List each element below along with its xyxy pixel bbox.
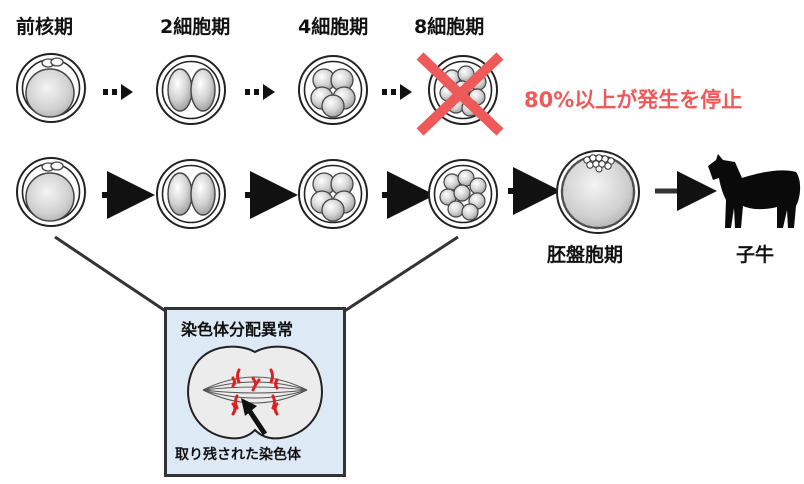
two-cell-bottom: [156, 159, 226, 229]
dividing-cell-figure: [187, 345, 323, 440]
red-cross-mark: [416, 52, 504, 136]
dotted-arrow: [382, 84, 412, 100]
label-blastocyst-stage: 胚盤胞期: [547, 244, 624, 266]
dotted-arrow: [245, 84, 275, 100]
label-2-cell-stage: 2細胞期: [160, 16, 231, 38]
label-4-cell-stage: 4細胞期: [298, 16, 369, 38]
connector-line: [54, 235, 168, 314]
calf-icon: [708, 154, 801, 228]
dotted-arrow: [103, 84, 133, 100]
inset-title: 染色体分配異常: [181, 320, 294, 339]
zygote-bottom: [16, 157, 86, 227]
inset-caption: 取り残された染色体: [175, 447, 301, 463]
four-cell-top: [298, 55, 368, 125]
four-cell-bottom: [298, 159, 368, 229]
two-cell-top: [156, 55, 226, 125]
eight-cell-bottom: [428, 159, 498, 229]
label-8-cell-stage: 8細胞期: [414, 16, 485, 38]
chromosome-missegregation-inset: 染色体分配異常 取り残された染色体: [164, 307, 346, 477]
label-pronuclear-stage: 前核期: [16, 16, 74, 38]
arrest-note: 80%以上が発生を停止: [524, 88, 743, 112]
pointer-arrow-icon: [241, 398, 268, 436]
label-calf: 子牛: [736, 244, 775, 266]
connector-line: [342, 235, 459, 314]
zygote-top: [16, 53, 86, 123]
chromosomes: [231, 368, 279, 416]
blastocyst: [556, 150, 640, 234]
